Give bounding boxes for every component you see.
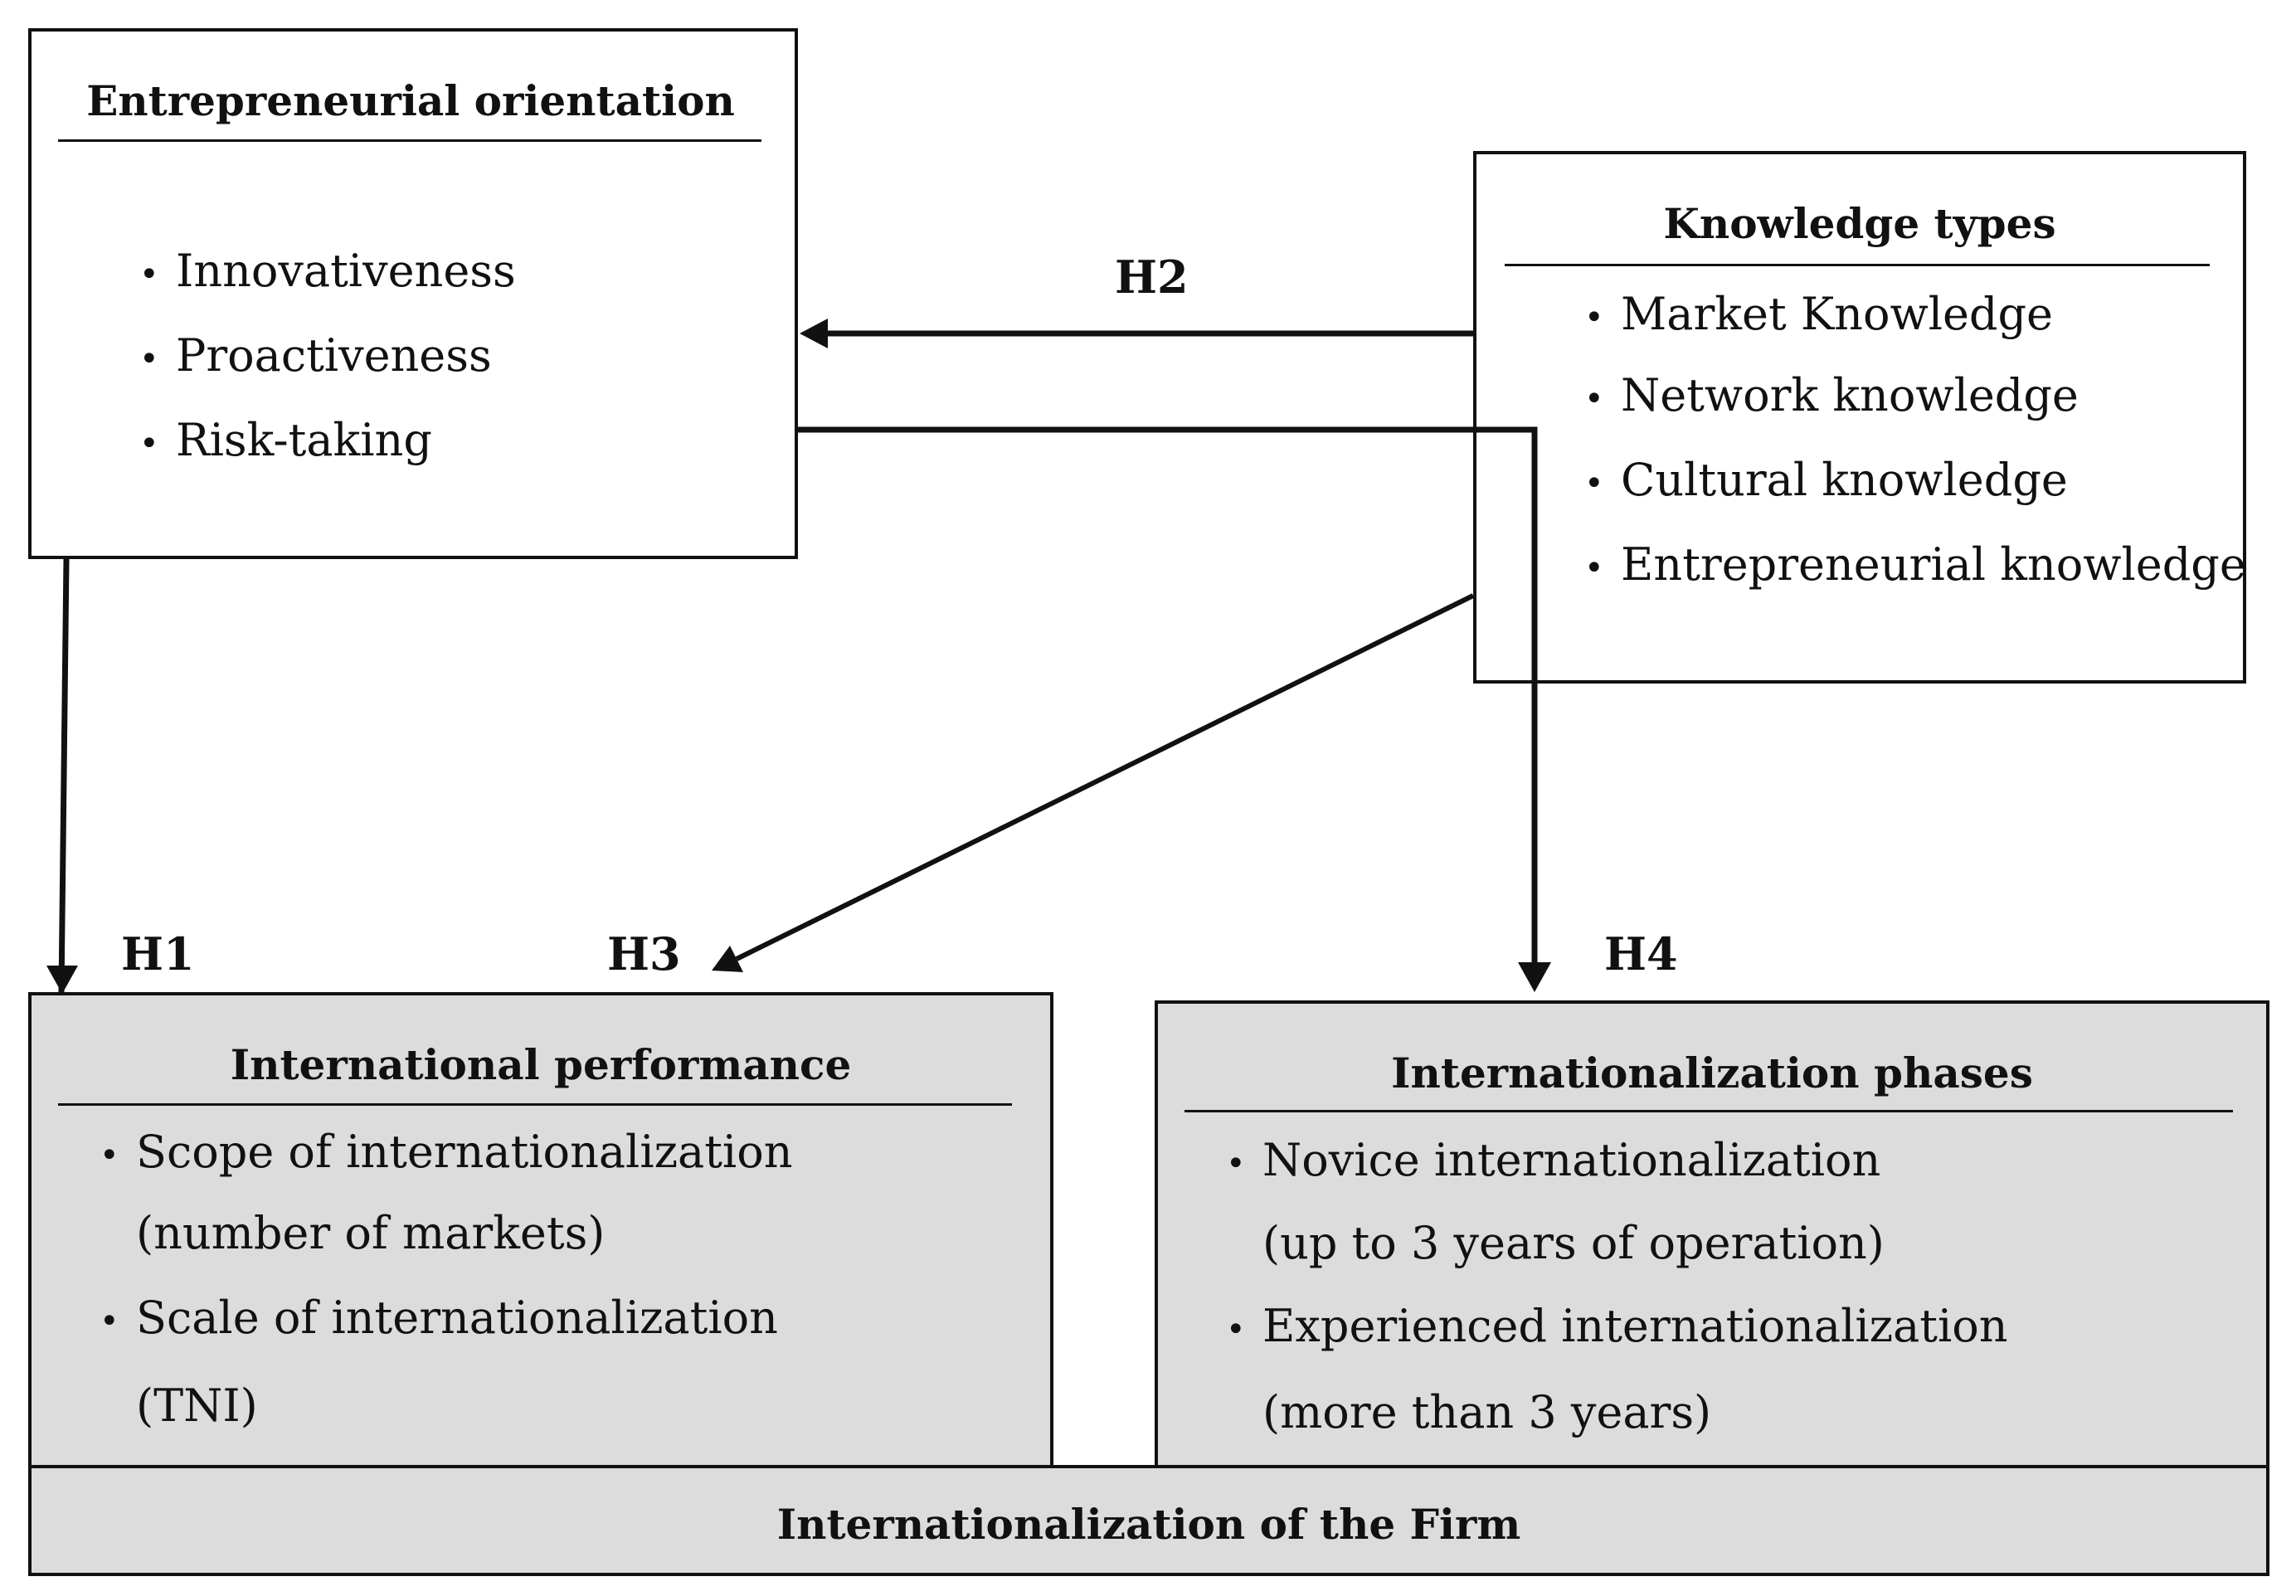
entrepreneurial-orientation-rule [58,139,761,142]
bullet-icon: • [139,255,159,294]
h2-arrowhead [800,319,828,348]
bullet-icon: • [100,1302,119,1341]
kt-item-entrepreneurial: •Entrepreneurial knowledge [1584,538,2246,591]
eo-item-risk-taking: •Risk-taking [139,414,432,466]
h2-label: H2 [1115,251,1189,304]
h1-arrowhead [46,966,78,994]
knowledge-types-box [1473,151,2246,684]
entrepreneurial-orientation-box [28,28,798,559]
entrepreneurial-orientation-title: Entrepreneurial orientation [86,76,735,125]
bullet-icon: • [100,1136,119,1175]
h3-label: H3 [607,927,681,980]
bullet-icon: • [139,340,159,378]
phases-item-novice: •Novice internationalization [1226,1134,1881,1186]
international-performance-rule [58,1103,1012,1106]
phases-item-novice-detail: (up to 3 years of operation) [1262,1217,1885,1269]
h1-arrow [58,558,70,993]
kt-item-cultural: •Cultural knowledge [1584,454,2068,506]
eo-item-proactiveness: •Proactiveness [139,329,492,382]
knowledge-types-rule [1505,264,2210,266]
internationalization-phases-box [1155,1000,2269,1468]
international-performance-title: International performance [230,1040,852,1089]
ip-item-scope: •Scope of internationalization [100,1126,793,1178]
h4-arrowhead [1518,962,1551,992]
ip-item-scale: •Scale of internationalization [100,1292,778,1344]
internationalization-phases-title: Internationalization phases [1391,1049,2033,1097]
bullet-icon: • [1584,380,1604,418]
bullet-icon: • [1584,549,1604,587]
bullet-icon: • [1584,299,1604,337]
bullet-icon: • [139,425,159,463]
kt-item-network: •Network knowledge [1584,369,2079,421]
h4-arrow [798,426,1538,962]
eo-item-innovativeness: •Innovativeness [139,245,516,297]
internationalization-phases-rule [1184,1110,2233,1112]
knowledge-types-title: Knowledge types [1663,199,2056,248]
ip-item-scope-detail: (number of markets) [136,1207,606,1259]
international-performance-box [28,992,1053,1468]
firm-title: Internationalization of the Firm [776,1500,1521,1549]
kt-item-market: •Market Knowledge [1584,288,2054,340]
h4-label: H4 [1604,927,1678,980]
h3-arrow [735,593,1475,961]
bullet-icon: • [1226,1145,1246,1183]
h3-arrowhead [712,946,743,972]
firm-container [28,1465,2269,1576]
phases-item-experienced: •Experienced internationalization [1226,1300,2008,1352]
bullet-icon: • [1226,1311,1246,1349]
bullet-icon: • [1584,465,1604,503]
ip-item-scale-detail: (TNI) [136,1379,258,1432]
phases-item-experienced-detail: (more than 3 years) [1262,1386,1712,1438]
h1-label: H1 [121,927,195,980]
